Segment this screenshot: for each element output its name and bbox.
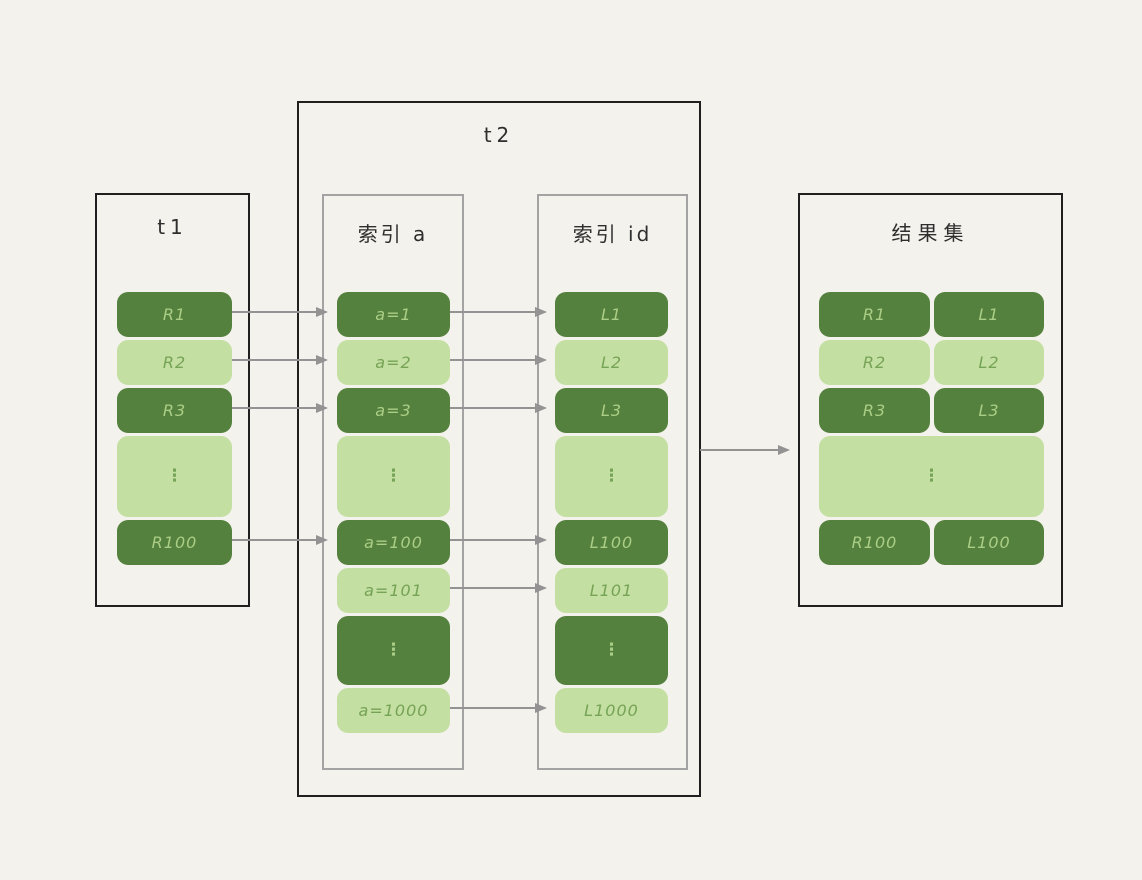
- result-set-box: 结果集 R1 L1 R2 L2 R3 L3 ⋮ R100 L100: [798, 193, 1063, 607]
- t1-row-r3: R3: [117, 388, 232, 433]
- t1-box: t1 R1 R2 R3 ⋮ R100: [95, 193, 250, 607]
- result-set-title: 结果集: [891, 221, 970, 245]
- index-id-row-100: L100: [555, 520, 668, 565]
- index-a-row-101: a=101: [337, 568, 450, 613]
- result-row-100-right: L100: [934, 520, 1044, 565]
- index-a-row-1000: a=1000: [337, 688, 450, 733]
- t2-box: t2 索引 a a=1 a=2 a=3 ⋮ a=100 a=101 ⋮ a=10…: [297, 101, 701, 797]
- index-a-row-ellipsis-1: ⋮: [337, 436, 450, 517]
- index-a-row-2: a=2: [337, 340, 450, 385]
- t1-row-r100: R100: [117, 520, 232, 565]
- index-id-title: 索引 id: [572, 222, 653, 246]
- index-a-row-1: a=1: [337, 292, 450, 337]
- index-id-row-1: L1: [555, 292, 668, 337]
- index-a-row-ellipsis-2: ⋮: [337, 616, 450, 685]
- result-row-1-left: R1: [819, 292, 930, 337]
- result-row-1-right: L1: [934, 292, 1044, 337]
- index-a-row-3: a=3: [337, 388, 450, 433]
- index-id-row-1000: L1000: [555, 688, 668, 733]
- index-a-row-100: a=100: [337, 520, 450, 565]
- index-a-box: 索引 a a=1 a=2 a=3 ⋮ a=100 a=101 ⋮ a=1000: [322, 194, 464, 770]
- index-a-title: 索引 a: [357, 222, 429, 246]
- t1-row-r2: R2: [117, 340, 232, 385]
- index-id-row-ellipsis-2: ⋮: [555, 616, 668, 685]
- index-id-row-101: L101: [555, 568, 668, 613]
- result-row-ellipsis: ⋮: [819, 436, 1044, 517]
- index-id-row-3: L3: [555, 388, 668, 433]
- t1-row-ellipsis: ⋮: [117, 436, 232, 517]
- result-row-3-right: L3: [934, 388, 1044, 433]
- result-row-2-right: L2: [934, 340, 1044, 385]
- index-id-row-ellipsis-1: ⋮: [555, 436, 668, 517]
- t1-row-r1: R1: [117, 292, 232, 337]
- result-row-3-left: R3: [819, 388, 930, 433]
- result-row-2-left: R2: [819, 340, 930, 385]
- result-row-100-left: R100: [819, 520, 930, 565]
- index-id-box: 索引 id L1 L2 L3 ⋮ L100 L101 ⋮ L1000: [537, 194, 688, 770]
- t2-title: t2: [483, 123, 515, 147]
- t1-title: t1: [157, 215, 188, 239]
- index-id-row-2: L2: [555, 340, 668, 385]
